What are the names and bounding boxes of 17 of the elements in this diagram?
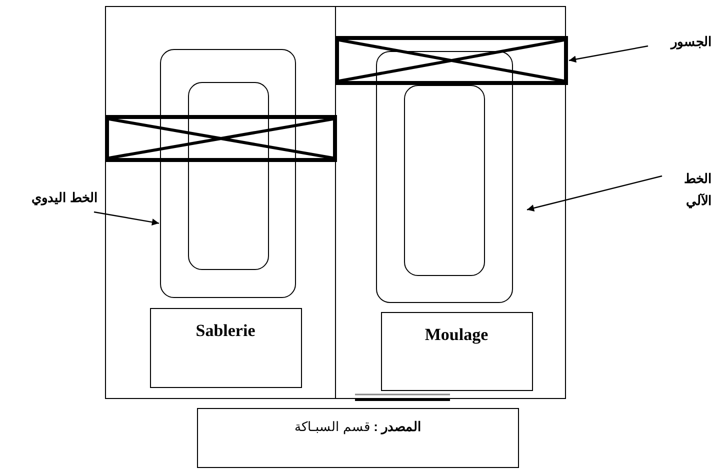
conveyor-loop — [160, 48, 296, 298]
conveyor-loop — [404, 84, 484, 276]
room-box: Sablerie — [150, 308, 302, 388]
line-label: الجسور — [652, 32, 712, 52]
crane-bridge — [104, 114, 336, 162]
arrow — [94, 211, 160, 226]
conveyor-loop — [376, 50, 512, 302]
hall-area — [105, 6, 336, 399]
conveyor-loop — [188, 82, 268, 270]
arrow — [526, 175, 662, 212]
hall-area — [335, 6, 566, 399]
crane-bridge — [334, 36, 568, 84]
arrow — [568, 45, 648, 63]
line-label: الخط اليدوي — [18, 188, 98, 208]
source-box: المصدر : قسم السبـاكة — [197, 408, 519, 468]
room-box: Moulage — [380, 312, 532, 390]
line-label: الخط الآلي — [666, 168, 712, 212]
